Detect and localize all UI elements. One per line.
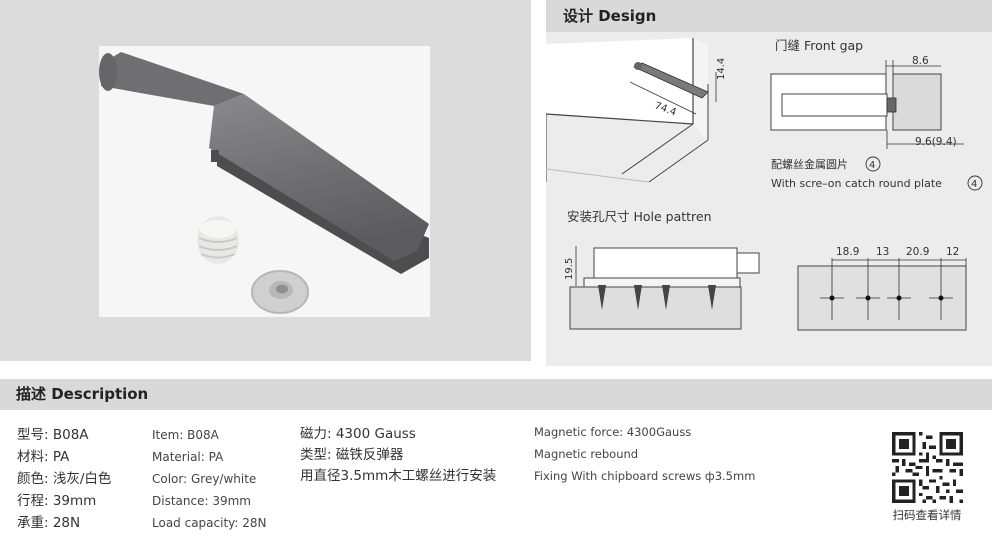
spec-en-item: Load capacity: 28N [152,516,267,530]
svg-text:18.9: 18.9 [836,246,859,258]
feature-en-item: Magnetic rebound [534,447,639,461]
description-header: 描述 Description [0,379,992,410]
spec-en-column: Item: B08A Material: PA Color: Grey/whit… [152,424,267,534]
catch-plate-cn-label: 配螺丝金属圆片 [771,157,848,171]
feature-en-item: Fixing With chipboard screws ф3.5mm [534,469,756,483]
spec-cn-item: 型号: B08A [17,427,89,443]
qr-caption: 扫码查看详情 [892,508,962,522]
catch-plate-number-circle [865,156,881,172]
feature-cn-item: 类型: 磁铁反弹器 [300,447,404,463]
feature-en-item: Magnetic force: 4300Gauss [534,425,692,439]
design-panel: 设计 Design 74.4 14.4 门缝 Front gap [546,0,992,366]
catch-plate-en-label: With scre–on catch round plate [771,177,942,190]
feature-en-column: Magnetic force: 4300Gauss Magnetic rebou… [534,421,755,487]
spec-en-item: Item: B08A [152,428,219,442]
front-gap-drawing: 8.6 9.6(9.4) [770,55,964,149]
design-drawing: 74.4 14.4 门缝 Front gap 8.6 9.6(9.4) 配螺丝金… [546,38,983,331]
qr-code-icon[interactable] [892,432,963,503]
svg-text:20.9: 20.9 [906,246,929,258]
svg-text:13: 13 [876,246,889,258]
hole-top-view-drawing: 18.9 13 20.9 12 [797,246,967,331]
spec-cn-item: 材料: PA [17,449,70,465]
spec-cn-column: 型号: B08A 材料: PA 颜色: 浅灰/白色 行程: 39mm 承重: 2… [17,424,111,534]
screw-plug-icon [197,216,239,264]
svg-text:4: 4 [971,179,977,190]
svg-text:4: 4 [869,160,875,171]
svg-text:14.4: 14.4 [716,58,727,80]
front-gap-label: 门缝 Front gap [775,38,863,53]
spec-cn-item: 承重: 28N [17,515,81,531]
spec-cn-item: 行程: 39mm [17,493,97,509]
push-latch-plunger [101,52,244,106]
push-latch-body [209,94,429,261]
catch-plate-icon [251,270,309,314]
svg-text:8.6: 8.6 [912,55,929,67]
feature-cn-column: 磁力: 4300 Gauss 类型: 磁铁反弹器 用直径3.5mm木工螺丝进行安… [300,424,496,487]
product-photo-panel [0,0,531,361]
spec-en-item: Material: PA [152,450,224,464]
svg-text:9.6(9.4): 9.6(9.4) [915,136,957,148]
hole-side-view-drawing: 19.5 [564,246,760,330]
cabinet-perspective-drawing: 74.4 14.4 [546,38,727,183]
feature-cn-item: 磁力: 4300 Gauss [300,426,416,442]
svg-text:12: 12 [946,246,959,258]
feature-cn-item: 用直径3.5mm木工螺丝进行安装 [300,468,497,484]
product-photo [99,46,430,317]
spec-cn-item: 颜色: 浅灰/白色 [17,471,112,487]
svg-text:19.5: 19.5 [564,258,575,280]
hole-pattern-label: 安装孔尺寸 Hole pattren [567,209,712,224]
spec-en-item: Distance: 39mm [152,494,251,508]
design-header: 设计 Design [546,0,992,32]
spec-en-item: Color: Grey/white [152,472,257,486]
catch-plate-number-circle-2 [967,175,983,191]
